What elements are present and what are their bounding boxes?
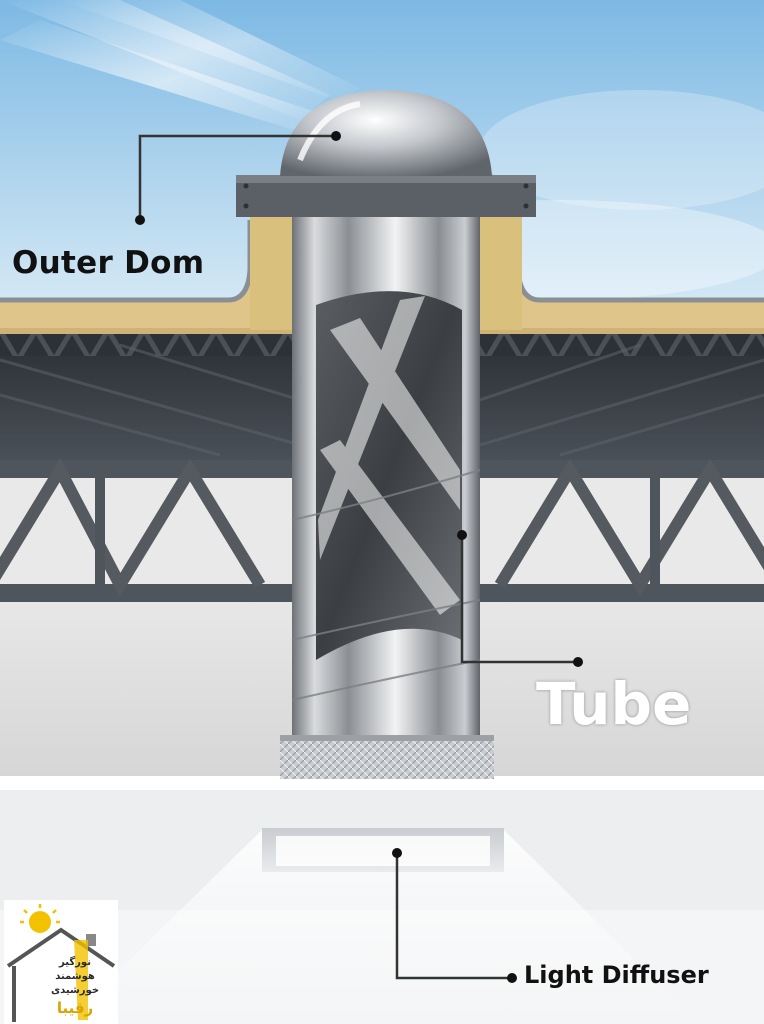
light-diffuser-label: Light Diffuser: [524, 961, 709, 989]
callout-lines: [138, 134, 578, 980]
logo-line-3: خورشیدی: [50, 985, 100, 996]
logo-line-4: رقیبا: [56, 999, 94, 1017]
diffuser-callout-dot: [392, 848, 402, 858]
dome-label-dot: [135, 215, 145, 225]
company-logo: نورگیر هوشمند خورشیدی رقیبا: [4, 900, 118, 1024]
logo-house-sun-icon: [6, 904, 116, 1022]
tube-callout-dot: [457, 530, 467, 540]
logo-line-1: نورگیر: [59, 957, 91, 968]
outer-dome-label: Outer Dom: [12, 245, 205, 281]
tube-label: Tube: [536, 670, 692, 738]
sun-rays: [0, 0, 360, 138]
tube-label-dot: [573, 657, 583, 667]
dome-callout-dot: [331, 131, 341, 141]
logo-line-2: هوشمند: [55, 971, 95, 982]
roof-truss: [0, 457, 764, 598]
diffuser-label-dot: [507, 973, 517, 983]
